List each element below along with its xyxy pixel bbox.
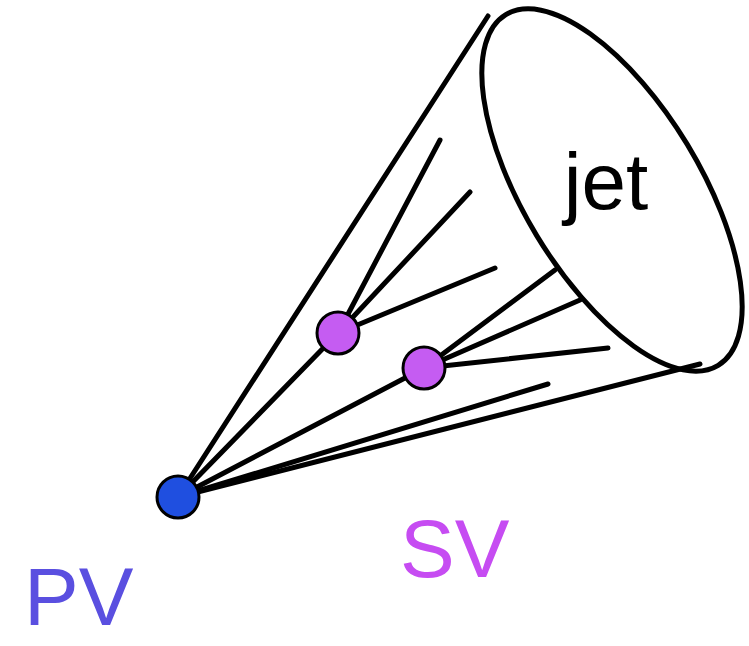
jet-label: jet — [564, 142, 649, 222]
cone-edge — [178, 16, 488, 497]
secondary-vertex-dot — [317, 312, 359, 354]
track — [424, 348, 608, 368]
track — [178, 384, 548, 497]
track — [338, 140, 440, 333]
track — [338, 268, 495, 333]
secondary-vertex-dot — [403, 347, 445, 389]
primary-vertex-dot — [157, 476, 199, 518]
vertex-label: SV — [400, 508, 509, 590]
vertex-label: PV — [24, 556, 133, 638]
track — [338, 192, 470, 333]
